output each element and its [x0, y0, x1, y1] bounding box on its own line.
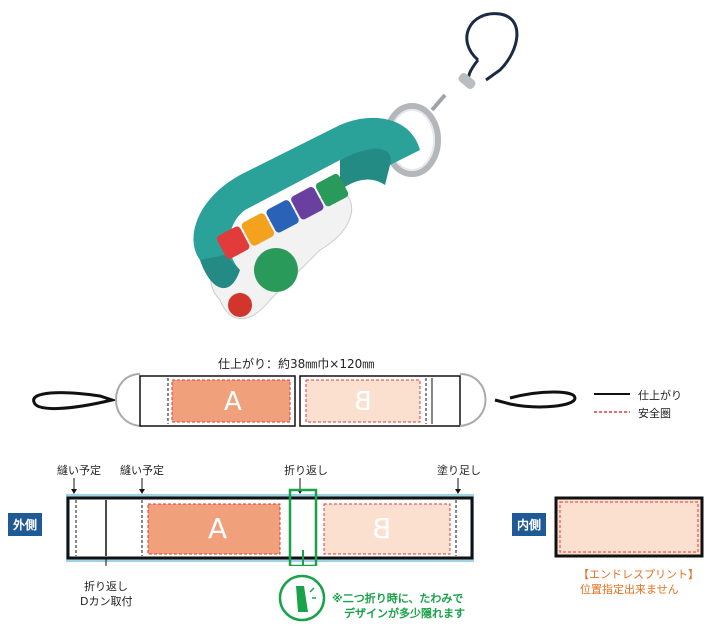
fold-note-line1: ※二つ折り時に、たわみで — [332, 592, 464, 605]
legend-finish-label: 仕上がり — [638, 389, 682, 402]
fold-d-label-1: 折り返し — [84, 580, 128, 593]
panel-b-label-large: B — [372, 512, 392, 545]
keychain-photo — [193, 12, 519, 320]
panel-b-label-small: B — [354, 387, 372, 417]
sew-label-1: 縫い予定 — [57, 464, 101, 477]
fold-note-line2: デザインが多少隠れます — [344, 607, 465, 620]
fold-back-label: 折り返し — [284, 464, 328, 477]
bleed-label: 塗り足し — [437, 464, 481, 477]
panel-a-small — [171, 379, 291, 423]
strap-layout-diagram — [32, 373, 577, 427]
inside-tag: 内側 — [512, 513, 547, 536]
panel-b-small — [305, 379, 421, 423]
panel-a-large — [147, 503, 281, 555]
panel-a-label-small: A — [224, 387, 242, 417]
sew-label-2: 縫い予定 — [120, 464, 164, 477]
panel-b-large — [323, 503, 451, 555]
fold-d-label-2: Dカン取付 — [80, 595, 133, 608]
legend-lines — [594, 393, 630, 413]
panel-a-label-large: A — [208, 512, 228, 545]
outside-strap-diagram — [66, 478, 474, 566]
endless-print-line2: 位置指定出来ません — [580, 583, 679, 596]
fold-zone-highlight — [288, 488, 318, 566]
fold-zoom-circle — [278, 574, 326, 622]
finished-size-label: 仕上がり：約38㎜巾×120㎜ — [218, 357, 375, 371]
outside-tag: 外側 — [8, 513, 43, 536]
legend-safe-label: 安全圏 — [638, 407, 671, 420]
inside-strap-diagram — [554, 496, 704, 558]
endless-print-line1: 【エンドレスプリント】 — [578, 568, 699, 581]
